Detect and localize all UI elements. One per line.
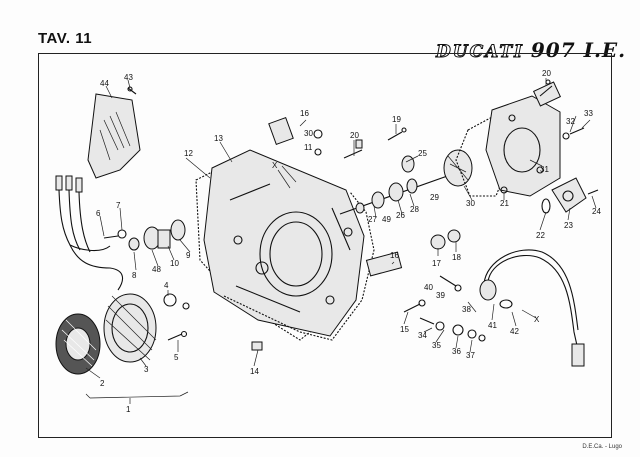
- bushing-17-18: [430, 229, 461, 250]
- callout-4: 4: [164, 281, 169, 290]
- callout-16-lower: 16: [390, 251, 399, 260]
- callout-18: 18: [452, 253, 461, 262]
- callout-35: 35: [432, 341, 441, 350]
- callout-44: 44: [100, 79, 109, 88]
- callout-2: 2: [100, 379, 105, 388]
- callout-21: 21: [500, 199, 509, 208]
- alternator-stator: [103, 293, 157, 363]
- sprocket-cover: [87, 93, 141, 179]
- callout-9: 9: [186, 251, 191, 260]
- callout-10: 10: [170, 259, 179, 268]
- callout-6: 6: [96, 209, 101, 218]
- bolt-15: [403, 299, 426, 313]
- callout-42: 42: [510, 327, 519, 336]
- plug-30: [313, 129, 323, 156]
- bolt-20: [343, 139, 363, 159]
- callout-16-upper: 16: [300, 109, 309, 118]
- callout-11: 11: [304, 143, 313, 152]
- callout-38: 38: [462, 305, 471, 314]
- small-parts-row: [103, 219, 186, 251]
- callout-28: 28: [410, 205, 419, 214]
- diagram-frame: [38, 53, 612, 438]
- callout-49: 49: [382, 215, 391, 224]
- callout-5: 5: [174, 353, 179, 362]
- callout-19: 19: [392, 115, 401, 124]
- callout-X-upper: X: [272, 161, 278, 170]
- callout-29: 29: [430, 193, 439, 202]
- footer-credit: D.E.Ca. - Lugo: [582, 444, 622, 450]
- callout-1: 1: [126, 405, 131, 414]
- callout-3: 3: [144, 365, 149, 374]
- callout-15: 15: [400, 325, 409, 334]
- bolt-5: [167, 330, 188, 341]
- callout-37: 37: [466, 351, 475, 360]
- callout-33: 33: [584, 109, 593, 118]
- callout-22: 22: [536, 231, 545, 240]
- sleeve-16-lower: [365, 251, 403, 277]
- callout-13: 13: [214, 134, 223, 143]
- hardware-34-38: [419, 317, 486, 342]
- leader-lines: [85, 78, 597, 404]
- outer-gasket: [223, 191, 375, 341]
- bolt-39-40: [439, 275, 462, 292]
- callout-40: 40: [424, 283, 433, 292]
- callout-24: 24: [592, 207, 601, 216]
- washer-4: [163, 293, 190, 310]
- callout-30-lower: 30: [466, 199, 475, 208]
- callout-17: 17: [432, 259, 441, 268]
- bolt-43: [127, 86, 137, 95]
- callout-14: 14: [250, 367, 259, 376]
- model-name: 907 I.E.: [530, 38, 627, 62]
- callout-39: 39: [436, 291, 445, 300]
- callout-43: 43: [124, 73, 133, 82]
- callout-32: 32: [566, 117, 575, 126]
- callout-31: 31: [540, 165, 549, 174]
- flywheel-rotor: [55, 313, 101, 375]
- callout-30-upper: 30: [304, 129, 313, 138]
- crankcase-cover: [203, 149, 365, 337]
- callout-labels: 44 43 13 12 X 16 30 11 20 19 25 20 33 32…: [96, 69, 601, 414]
- callout-X-lower: X: [534, 315, 540, 324]
- callout-12: 12: [184, 149, 193, 158]
- callout-36: 36: [452, 347, 461, 356]
- plug-14: [251, 341, 263, 351]
- callout-20-top: 20: [542, 69, 551, 78]
- callout-7: 7: [116, 201, 121, 210]
- callout-25: 25: [418, 149, 427, 158]
- callout-23: 23: [564, 221, 573, 230]
- callout-41: 41: [488, 321, 497, 330]
- fitting-32-33: [562, 127, 585, 140]
- flange-23: [541, 177, 599, 214]
- brand-logo: DUCATI 907 I.E.: [436, 38, 627, 63]
- callout-34: 34: [418, 331, 427, 340]
- callout-27: 27: [368, 215, 377, 224]
- sleeve-16: [268, 116, 294, 146]
- plate-label: TAV. 11: [38, 30, 93, 47]
- brand-name: DUCATI: [436, 42, 524, 63]
- callout-8: 8: [132, 271, 137, 280]
- callout-48: 48: [152, 265, 161, 274]
- callout-20-center: 20: [350, 131, 359, 140]
- wiring-harness: [55, 175, 124, 291]
- pump-shaft: [339, 149, 473, 215]
- callout-26: 26: [396, 211, 405, 220]
- water-pump-housing: [485, 81, 562, 197]
- bolt-19: [387, 127, 407, 141]
- sensor-cable: [479, 249, 585, 367]
